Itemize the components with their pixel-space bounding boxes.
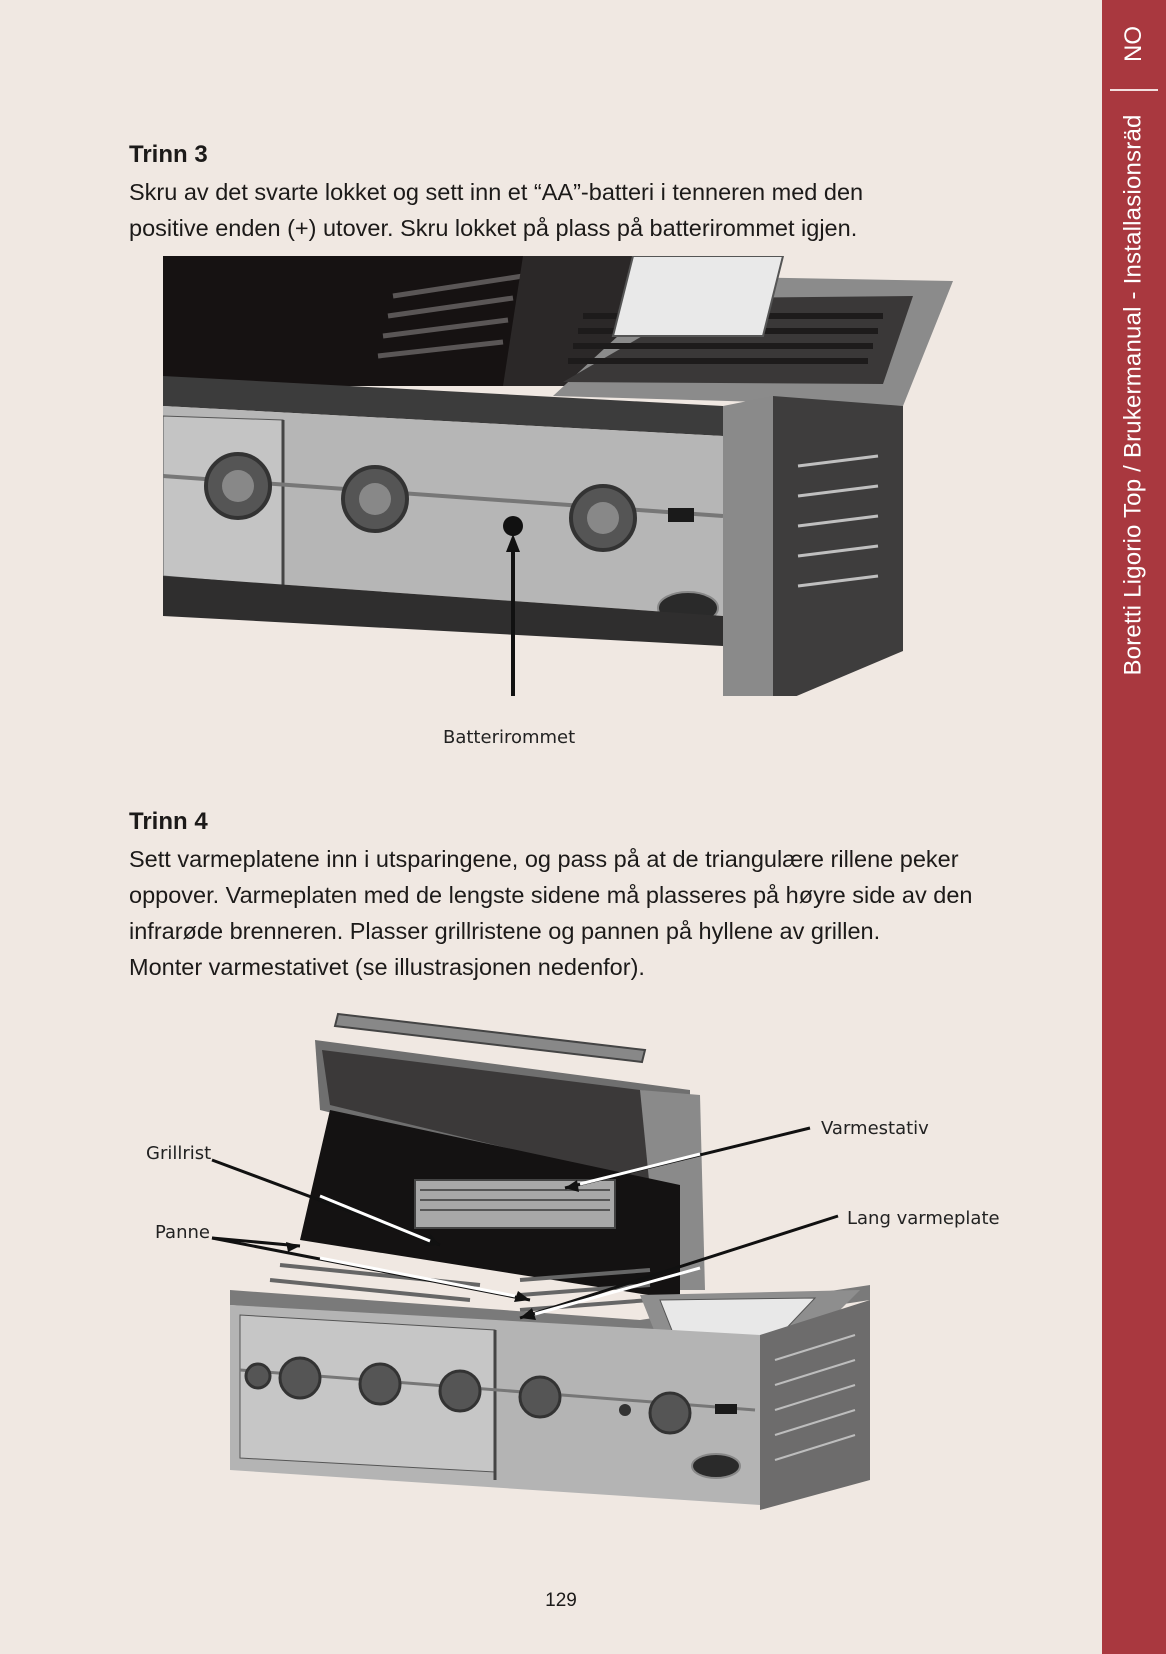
language-label: NO — [1120, 26, 1147, 62]
battery-compartment-icon — [503, 516, 523, 536]
grill-closeup-figure — [163, 256, 953, 696]
language-marker: NO — [1102, 0, 1166, 88]
battery-compartment-label: Batterirommet — [443, 727, 576, 748]
page-number: 129 — [545, 1590, 577, 1611]
step4-line-2: oppover. Varmeplaten med de lengste side… — [129, 882, 973, 908]
varmestativ-label: Varmestativ — [821, 1118, 929, 1139]
grillrist-label: Grillrist — [146, 1143, 212, 1164]
panne-label: Panne — [155, 1222, 210, 1243]
control-knobs — [204, 452, 637, 552]
lang-varmeplate-label: Lang varmeplate — [847, 1208, 1000, 1229]
sidebar-title: Boretti Ligorio Top / Brukermanual - Ins… — [1102, 100, 1166, 690]
step4-body: Sett varmeplatene inn i utsparingene, og… — [129, 841, 972, 985]
sidebar-tab — [1102, 0, 1166, 1654]
step4-line-3: infrarøde brenneren. Plasser grillristen… — [129, 918, 881, 944]
step3-body: Skru av det svarte lokket og sett inn et… — [129, 179, 864, 241]
step4-line-4: Monter varmestativet (se illustrasjonen … — [129, 954, 645, 980]
step4-heading: Trinn 4 — [129, 808, 208, 835]
sidebar-title-text: Boretti Ligorio Top / Brukermanual - Ins… — [1120, 114, 1148, 676]
grill-full-figure — [211, 1012, 870, 1510]
front-knobs — [244, 1356, 692, 1435]
sidebar-divider — [1110, 89, 1158, 91]
step3-heading: Trinn 3 — [129, 141, 208, 168]
step4-line-1: Sett varmeplatene inn i utsparingene, og… — [129, 846, 959, 872]
